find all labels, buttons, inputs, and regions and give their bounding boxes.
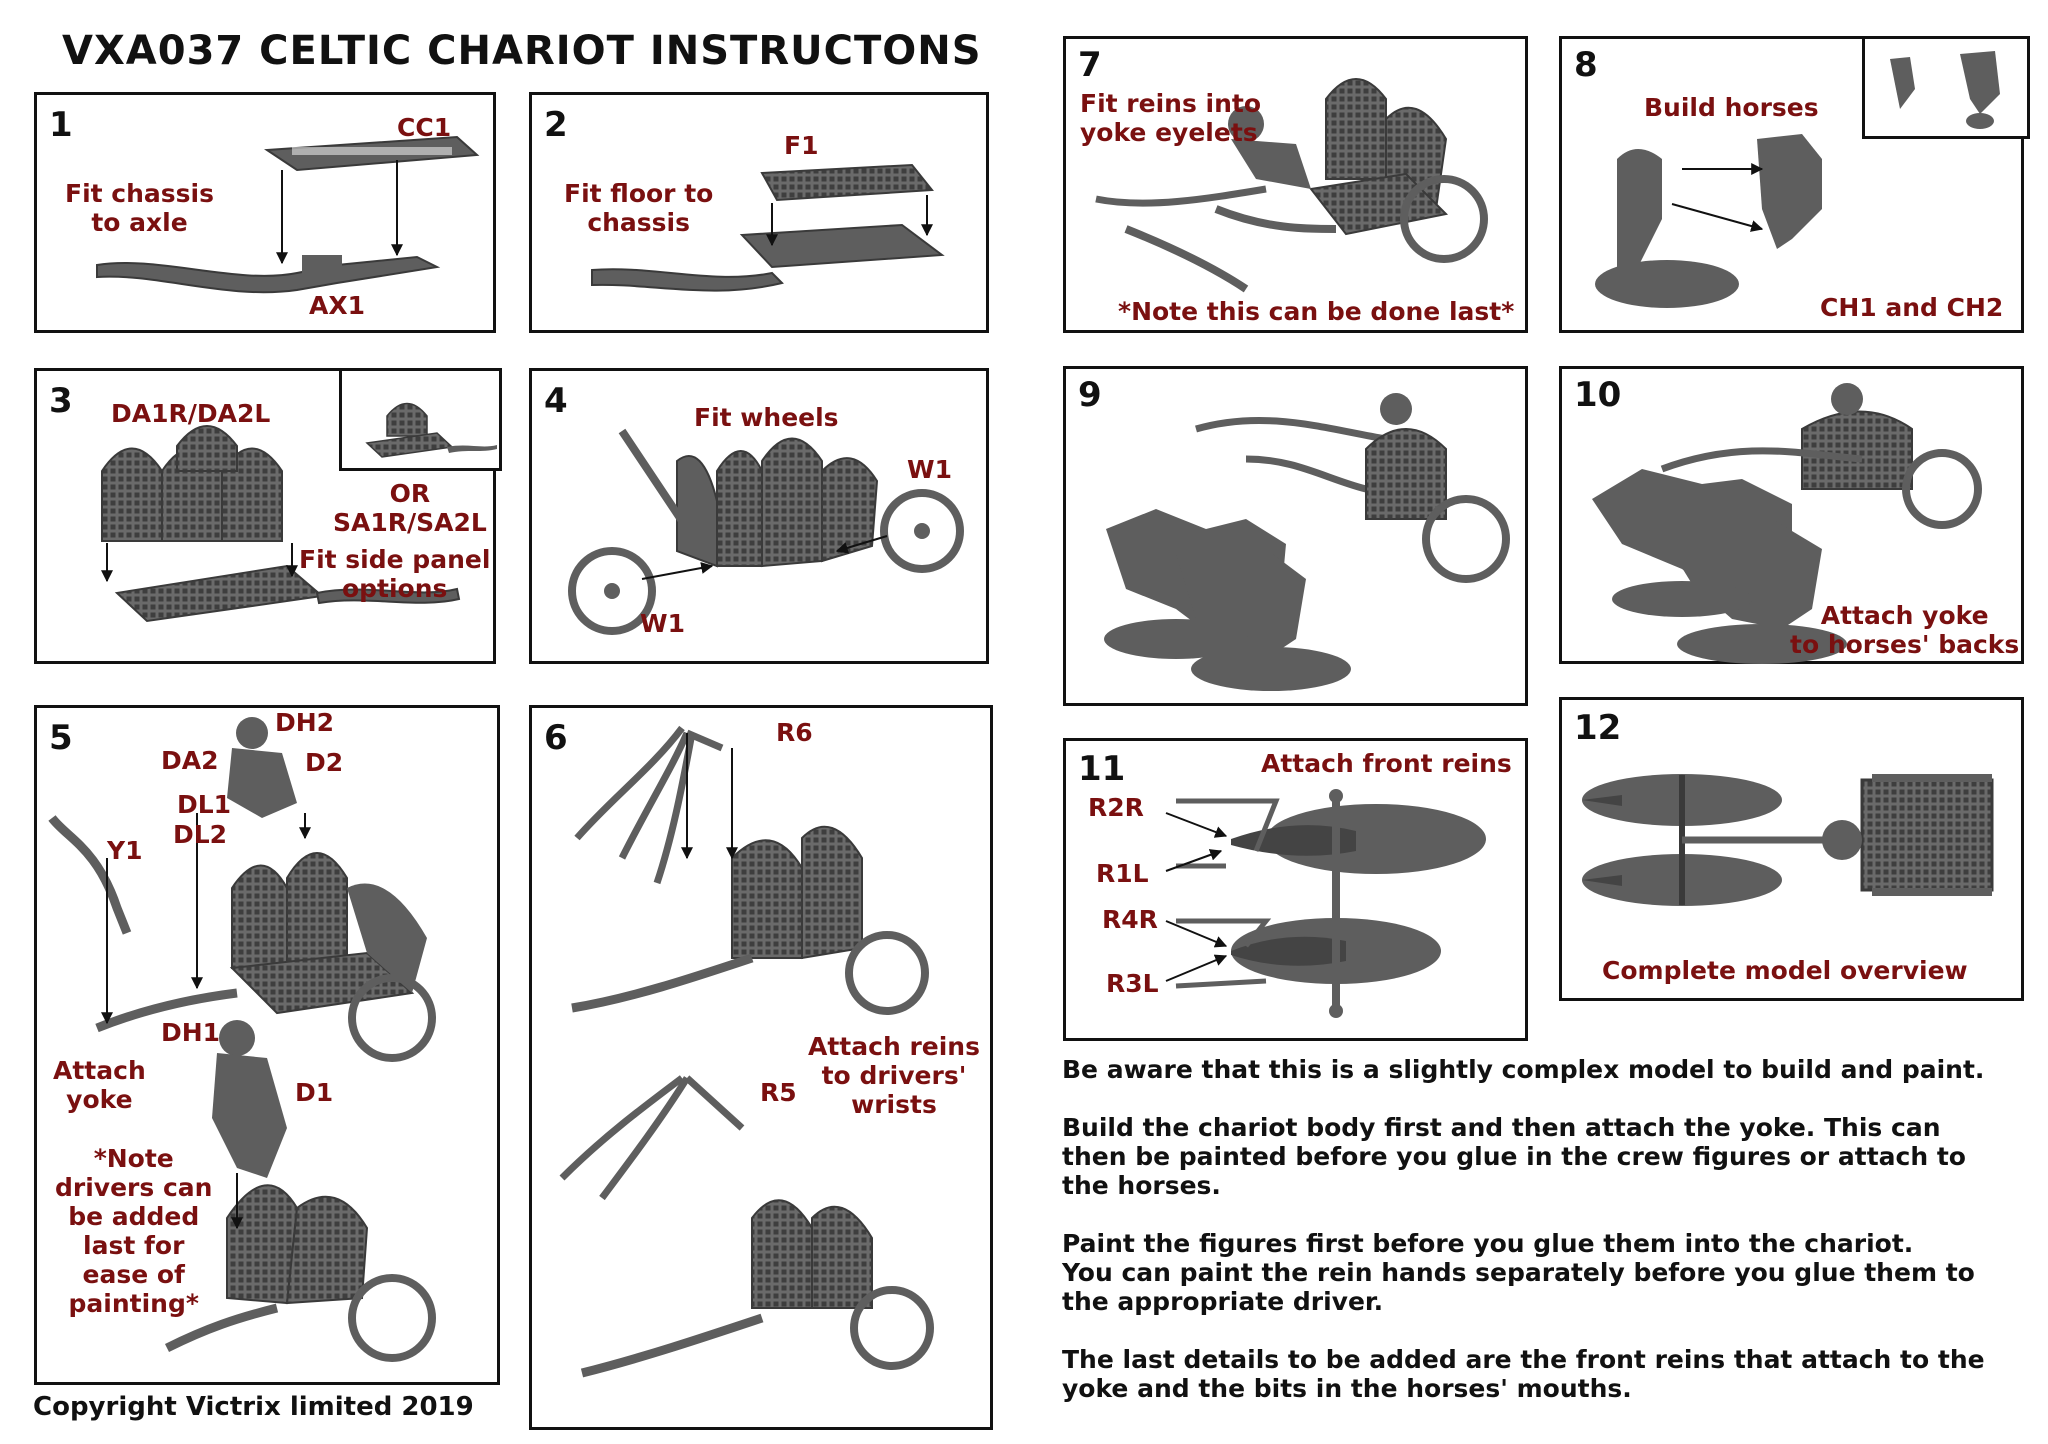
part-label: R2R	[1088, 793, 1144, 822]
step-2-illustration	[591, 163, 945, 292]
step-note: *Note drivers can be added last for ease…	[55, 1144, 213, 1318]
step-number: 12	[1574, 708, 1622, 748]
step-12-panel: 12 Complete model overview	[1559, 697, 2024, 1001]
step-number: 1	[49, 105, 73, 145]
step-1-panel: 1 CC1 Fit chassis to axle AX1	[34, 92, 496, 333]
part-label: DL1	[177, 790, 232, 819]
part-label: DH2	[275, 708, 335, 737]
step-3-illustration	[101, 425, 461, 623]
step-number: 11	[1078, 749, 1126, 789]
step-instruction: Attach yoke	[53, 1056, 146, 1114]
step-6-panel: 6 R6 R5 Attach reins to drivers' wrists	[529, 705, 993, 1430]
step-number: 10	[1574, 375, 1622, 415]
step-number: 2	[544, 105, 568, 145]
part-label: D1	[295, 1078, 334, 1107]
part-label: OR SA1R/SA2L	[333, 479, 487, 537]
step-9-illustration	[1104, 393, 1510, 691]
part-label: DA2	[161, 746, 219, 775]
part-label: CC1	[397, 113, 452, 142]
step-1-illustration	[96, 135, 480, 294]
step-11-panel: 11 Attach front reins R2R R1L R4R R3L	[1063, 738, 1528, 1041]
part-label: R6	[776, 718, 813, 747]
step-8-panel: 8 Build horses CH1 and CH2	[1559, 36, 2030, 333]
part-label: R5	[760, 1078, 797, 1107]
part-label: R3L	[1106, 969, 1159, 998]
step-12-illustration	[1582, 774, 1994, 906]
step-note: *Note this can be done last*	[1118, 297, 1515, 326]
step-5-illustration	[48, 717, 436, 1362]
step-8-illustration	[1595, 134, 1822, 308]
copyright-text: Copyright Victrix limited 2019	[33, 1392, 474, 1422]
part-label: AX1	[309, 291, 366, 320]
part-label: F1	[784, 131, 819, 160]
step-instruction: Attach front reins	[1261, 749, 1512, 778]
step-number: 9	[1078, 375, 1102, 415]
part-label: DH1	[161, 1018, 221, 1047]
assembly-notes: Be aware that this is a slightly complex…	[1062, 1055, 2022, 1432]
part-label: W1	[907, 455, 952, 484]
step-9-panel: 9	[1063, 366, 1528, 706]
step-instruction: Fit side panel options	[299, 545, 491, 603]
part-label: W1	[640, 609, 685, 638]
step-2-panel: 2 F1 Fit floor to chassis	[529, 92, 989, 333]
note-paragraph: Paint the figures first before you glue …	[1062, 1229, 1975, 1316]
page-title: VXA037 CELTIC CHARIOT INSTRUCTONS	[62, 28, 982, 74]
note-paragraph: The last details to be added are the fro…	[1062, 1345, 1985, 1403]
step-number: 8	[1574, 45, 1598, 85]
step-11-illustration	[1165, 789, 1486, 1018]
step-instruction: Build horses	[1644, 93, 1819, 122]
step-6-illustration	[559, 725, 934, 1378]
step-7-illustration	[1095, 78, 1488, 293]
step-number: 5	[49, 718, 73, 758]
step-number: 3	[49, 381, 73, 421]
step-number: 7	[1078, 45, 1102, 85]
part-label: DA1R/DA2L	[111, 399, 271, 428]
step-instruction: Fit floor to chassis	[564, 179, 714, 237]
step-4-panel: 4 Fit wheels W1 W1	[529, 368, 989, 664]
step-instruction: Attach reins to drivers' wrists	[808, 1032, 980, 1119]
part-label: R1L	[1096, 859, 1149, 888]
step-10-illustration	[1592, 383, 1982, 664]
part-label: Y1	[107, 836, 143, 865]
step-10-panel: 10 Attach yoke to horses' backs	[1559, 366, 2024, 664]
step-instruction: Fit reins into yoke eyelets	[1080, 89, 1262, 147]
step-number: 6	[544, 718, 568, 758]
note-paragraph: Be aware that this is a slightly complex…	[1062, 1055, 1985, 1084]
note-paragraph: Build the chariot body first and then at…	[1062, 1113, 1966, 1200]
step-7-panel: 7 Fit reins into yoke eyelets *Note this…	[1063, 36, 1528, 333]
alternate-panel-inset	[339, 368, 502, 471]
step-instruction: Attach yoke to horses' backs	[1790, 601, 2020, 659]
step-5-panel: 5 DH2 DA2 D2 DL1 DL2 Y1 DH1 D1 Attach yo…	[34, 705, 500, 1385]
step-4-illustration	[568, 428, 964, 635]
step-instruction: Fit wheels	[694, 403, 839, 432]
part-label: CH1 and CH2	[1820, 293, 2004, 322]
part-label: R4R	[1102, 905, 1158, 934]
step-instruction: Fit chassis to axle	[65, 179, 214, 237]
part-label: D2	[305, 748, 344, 777]
step-3-panel: 3 DA1R/DA2L OR SA1R/SA2L Fit side panel …	[34, 368, 502, 664]
step-number: 4	[544, 381, 568, 421]
horse-inset	[1862, 36, 2030, 139]
step-instruction: Complete model overview	[1602, 956, 1968, 985]
part-label: DL2	[173, 820, 228, 849]
